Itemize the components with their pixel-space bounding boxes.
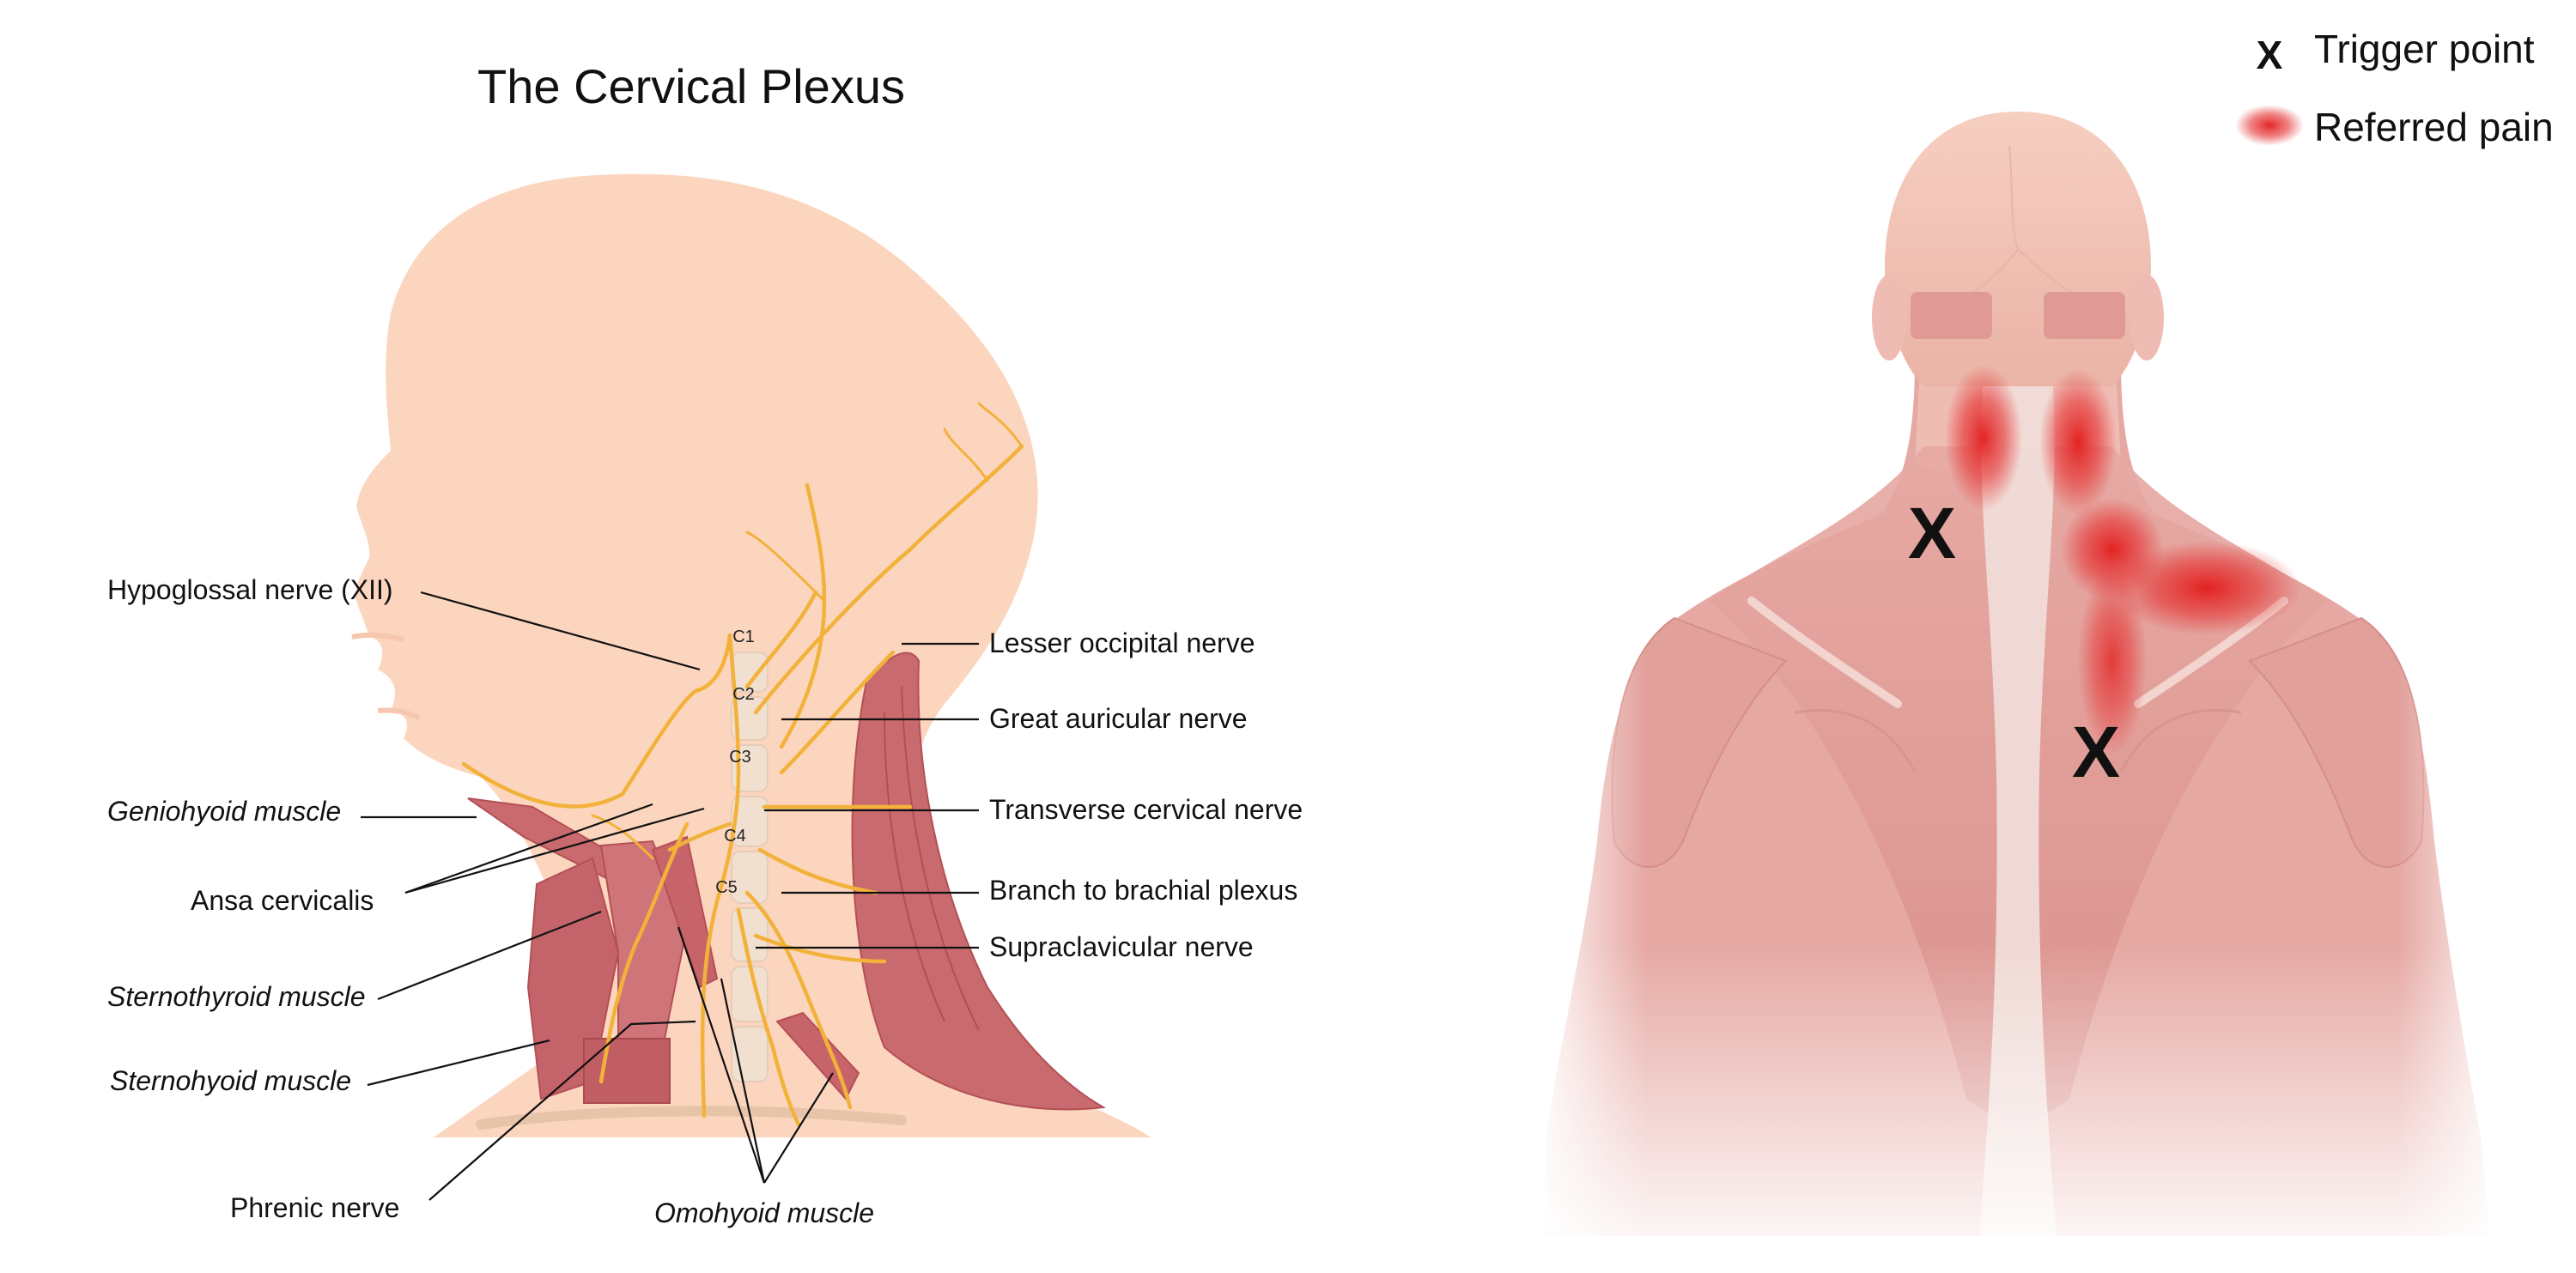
left-ear xyxy=(1872,275,1906,361)
omohyoid-lower-shape xyxy=(775,1011,860,1100)
label-ansa-cervicalis: Ansa cervicalis xyxy=(191,885,374,916)
label-geniohyoid-muscle: Geniohyoid muscle xyxy=(107,796,341,827)
vertebra-label-c2: C2 xyxy=(732,685,755,704)
clavicle xyxy=(476,1106,907,1130)
cervical-nerves xyxy=(461,402,1024,1127)
right-ear xyxy=(2129,275,2164,361)
vertebra-label-c3: C3 xyxy=(729,748,751,767)
leader-lines xyxy=(361,591,979,1201)
cervical-plexus-title: The Cervical Plexus xyxy=(477,59,905,113)
label-hypoglossal-nerve: Hypoglossal nerve (XII) xyxy=(107,574,393,605)
thyroid-block xyxy=(583,1038,671,1104)
label-omohyoid-muscle: Omohyoid muscle xyxy=(654,1197,874,1228)
label-phrenic-nerve: Phrenic nerve xyxy=(230,1192,399,1223)
lip-detail xyxy=(351,632,404,642)
label-great-auricular-nerve: Great auricular nerve xyxy=(989,703,1248,734)
right-occipital-muscle xyxy=(2044,292,2125,339)
legend-referred-swatch xyxy=(2235,105,2304,146)
side-fade xyxy=(1528,515,2516,1270)
legend: X Trigger point Referred pain xyxy=(2235,27,2554,149)
vertebra-label-c1: C1 xyxy=(732,627,755,646)
cervical-spine xyxy=(731,652,769,1082)
left-occipital-muscle xyxy=(1911,292,1992,339)
cervical-plexus-panel: The Cervical Plexus xyxy=(107,59,1303,1228)
label-sternohyoid-muscle: Sternohyoid muscle xyxy=(110,1065,351,1096)
vertebra-label-c5: C5 xyxy=(715,878,738,897)
trigger-point-panel: X X X Trigger point Referred pain xyxy=(1528,27,2554,1270)
legend-trigger-symbol: X xyxy=(2257,33,2283,77)
legend-trigger-label: Trigger point xyxy=(2314,27,2535,71)
label-branch-to-brachial-plexus: Branch to brachial plexus xyxy=(989,875,1297,906)
vertebra-label-c4: C4 xyxy=(724,827,746,846)
label-supraclavicular-nerve: Supraclavicular nerve xyxy=(989,931,1254,962)
label-sternothyroid-muscle: Sternothyroid muscle xyxy=(107,981,366,1012)
sternocleidomastoid-muscle xyxy=(851,652,1107,1111)
legend-referred-label: Referred pain xyxy=(2314,105,2554,149)
chin-detail xyxy=(377,707,421,720)
label-transverse-cervical-nerve: Transverse cervical nerve xyxy=(989,794,1303,825)
label-lesser-occipital-nerve: Lesser occipital nerve xyxy=(989,627,1255,658)
